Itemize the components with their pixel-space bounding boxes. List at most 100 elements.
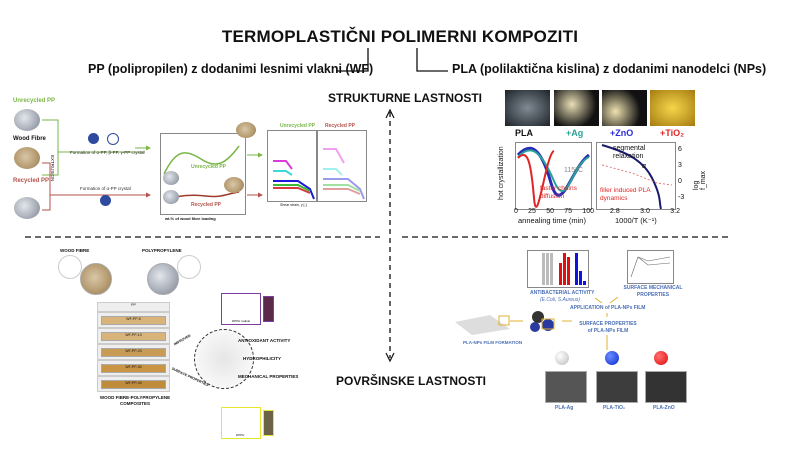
formation-alpha-beta-gamma: Formation of α-PP, β-PP, γ-PP crystal — [70, 150, 145, 155]
strip-wf-pp-20: WF-PP-20 — [97, 344, 170, 360]
fibre-icon — [58, 255, 82, 279]
tick: 3 — [678, 162, 682, 169]
strip-label: WF-PP-10 — [101, 332, 166, 341]
property-mechanical: MECHANICAL PROPERTIES — [238, 374, 299, 379]
modulus-xlabel: Shear strain, γ [-] — [280, 203, 307, 207]
antibacterial-label: ANTIBACTERIAL ACTIVITY — [530, 290, 595, 296]
tick: 2.8 — [610, 208, 620, 215]
page-title: TERMOPLASTIČNI POLIMERNI KOMPOZITI — [221, 27, 579, 46]
micro-label-pla: PLA — [515, 128, 533, 138]
pla-structural-panel: PLA +Ag +ZnO +TiO₂ 115°C faster chains d… — [498, 90, 720, 225]
faster-chains-label: faster chains diffusion — [540, 185, 577, 200]
tick: 6 — [678, 146, 682, 153]
polypropylene-title: POLYPROPYLENE — [142, 248, 182, 253]
recycled-pp-label: Recycled PP — [13, 178, 50, 184]
tick: 100 — [582, 208, 594, 215]
ag-sphere — [555, 351, 569, 365]
segmental-label: segmental relaxation — [613, 145, 646, 160]
composites-label: WOOD FIBRE-POLYPROPYLENE COMPOSITES — [99, 395, 171, 406]
micro-label-zno: +ZnO — [610, 128, 634, 138]
crystallinity-xlabel: wt.% of wood fibre loading — [165, 216, 216, 221]
left-subtitle: PP (polipropilen) z dodanimi lesnimi vla… — [88, 62, 374, 76]
strip-wf-pp-5: WF-PP-5 — [97, 312, 170, 328]
dpph-vial — [263, 410, 274, 436]
dpph-box: DPPH — [221, 407, 261, 439]
ag-sem-image — [545, 371, 587, 403]
tick: 0 — [678, 178, 682, 185]
dpph-radical-label: DPPH radical — [232, 319, 251, 323]
right-x-ticks: 2.8 3.0 3.2 — [610, 208, 680, 215]
strip-wf-pp-10: WF-PP-10 — [97, 328, 170, 344]
relaxation-chart: segmental relaxation α filler induced PL… — [596, 142, 676, 210]
alpha-crystal-icon — [88, 133, 99, 144]
segmental-series — [601, 144, 662, 210]
annealing-xlabel: annealing time (min) — [518, 216, 586, 225]
beta-crystal-icon — [107, 133, 119, 145]
left-connector — [337, 48, 369, 72]
left-x-ticks: 0 25 50 75 100 — [514, 208, 594, 215]
pp-surface-panel: WOOD FIBRE POLYPROPYLENE PP WF-PP-5 WF-P… — [40, 245, 380, 445]
sample-label-zno: PLA-ZnO — [653, 405, 675, 411]
antibacterial-bars — [542, 253, 586, 285]
surface-properties-label: POVRŠINSKE LASTNOSTI — [336, 374, 487, 388]
log-fmax-ylabel: log f_max — [693, 170, 707, 190]
tick: 3.2 — [670, 208, 680, 215]
wood-fibre-image — [14, 147, 40, 169]
chart-unrecycled-label: Unrecycled PP — [191, 164, 227, 170]
pp-structural-panel: Unrecycled PP Wood Fibre Recycled PP EXT… — [0, 95, 380, 225]
strip-label: WF-PP-20 — [101, 348, 166, 357]
filler-label: filler induced PLA dynamics — [600, 187, 651, 202]
strip-label: WF-PP-5 — [101, 316, 166, 325]
unrecycled-pp-label: Unrecycled PP — [13, 98, 56, 104]
temp-label: 115°C — [564, 167, 584, 174]
recycled-sample-image — [163, 190, 179, 204]
right-y-ticks: 6 3 0 -3 — [678, 142, 684, 206]
strip-wf-pp-30: WF-PP-30 — [97, 360, 170, 376]
ag-micrograph — [554, 90, 599, 126]
extrusion-label: EXTRUSION — [50, 155, 55, 182]
property-hydrophilicity: HYDROPHILICITY — [243, 356, 282, 361]
right-subtitle: PLA (polilaktična kislina) z dodanimi na… — [452, 62, 767, 76]
tick: 75 — [564, 208, 573, 215]
wood-sample-image-bottom — [224, 177, 244, 193]
alpha-crystal-icon-2 — [100, 195, 111, 206]
hot-crystallization-chart: 115°C faster chains diffusion — [515, 142, 592, 210]
pp-powder-image — [147, 263, 179, 295]
modulus-chart-unrecycled — [267, 130, 317, 202]
tick: 25 — [528, 208, 536, 215]
surface-zoom-circle — [194, 329, 254, 389]
application-label: APPLICATION of PLA-NPs FILM — [570, 305, 646, 311]
inverse-temp-xlabel: 1000/T (K⁻¹) — [615, 216, 657, 225]
pp-particles-icon — [177, 255, 201, 279]
strip-label: WF-PP-30 — [101, 364, 166, 373]
zno-sphere — [654, 351, 668, 365]
chart-recycled-label: Recycled PP — [191, 202, 222, 208]
dpph-radical-box: DPPH radical — [221, 293, 261, 325]
tick: 0 — [514, 208, 518, 215]
tio2-sem-image — [596, 371, 638, 403]
modulus-chart-recycled — [317, 130, 367, 202]
tio2-series — [517, 150, 555, 208]
alpha-label: α — [642, 163, 646, 170]
arrow-up-icon — [385, 108, 395, 119]
surface-props-label: SURFACE PROPERTIES of PLA-NPs FILM — [579, 321, 637, 334]
film-formation-label: PLA-NPs FILM FORMATION — [463, 340, 523, 345]
formation-alpha: Formation of α-PP crystal — [80, 186, 131, 191]
wood-powder-image — [80, 263, 112, 295]
tio2-micrograph — [650, 90, 695, 126]
antibacterial-chart — [527, 250, 589, 288]
zno-sem-image — [645, 371, 687, 403]
right-connector — [416, 48, 448, 72]
arrow-down-icon — [385, 352, 395, 363]
strip-label: PP — [131, 303, 136, 307]
strip-label: WF-PP-40 — [101, 380, 166, 389]
wood-fibre-label: Wood Fibre — [13, 136, 46, 142]
title-connectors — [337, 48, 448, 72]
sample-label-ag: PLA-Ag — [555, 405, 574, 411]
improved-label: IMPROVED — [173, 333, 192, 347]
property-antioxidant: ANTIOXIDANT ACTIVITY — [238, 338, 291, 343]
pla-flow-arrows — [455, 296, 619, 350]
wood-fibre-title: WOOD FIBRE — [60, 248, 90, 253]
unrecycled-pp-image — [14, 109, 40, 131]
